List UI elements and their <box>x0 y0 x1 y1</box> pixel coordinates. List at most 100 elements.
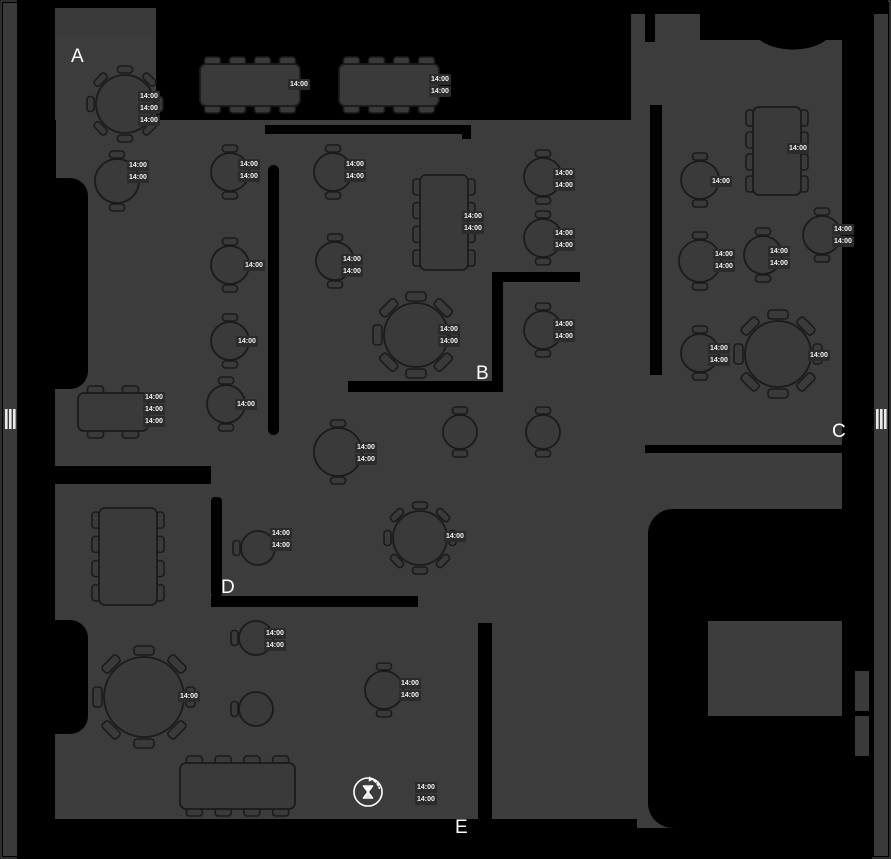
reservation-badge[interactable]: 14:00 <box>270 540 292 551</box>
table-T-C3[interactable] <box>678 231 722 291</box>
reservation-badge[interactable]: 14:00 <box>832 224 854 235</box>
reservation-badge[interactable]: 14:00 <box>553 168 575 179</box>
reservation-badge[interactable]: 14:00 <box>438 336 460 347</box>
reservation-stack-T-C7[interactable]: 14:00 <box>808 350 830 361</box>
reservation-badge[interactable]: 14:00 <box>341 266 363 277</box>
table-T-B7[interactable] <box>525 406 561 458</box>
reservation-badge[interactable]: 14:00 <box>768 246 790 257</box>
table-T-D1[interactable] <box>91 507 165 606</box>
table-T-B5[interactable] <box>523 302 563 358</box>
reservation-badge[interactable]: 14:00 <box>710 176 732 187</box>
table-T-E2[interactable] <box>230 691 274 727</box>
reservation-badge[interactable]: 14:00 <box>143 404 165 415</box>
reservation-badge[interactable]: 14:00 <box>238 171 260 182</box>
reservation-stack-T-A9[interactable]: 14:00 <box>236 336 258 347</box>
reservation-badge[interactable]: 14:00 <box>415 782 437 793</box>
reservation-badge[interactable]: 14:00 <box>236 336 258 347</box>
reservation-badge[interactable]: 14:00 <box>553 319 575 330</box>
reservation-badge[interactable]: 14:00 <box>713 249 735 260</box>
reservation-badge[interactable]: 14:00 <box>138 115 160 126</box>
reservation-badge[interactable]: 14:00 <box>344 171 366 182</box>
table-T-A3[interactable] <box>338 56 440 114</box>
table-T-A7[interactable] <box>210 237 250 293</box>
reservation-badge[interactable]: 14:00 <box>264 628 286 639</box>
reservation-badge[interactable]: 14:00 <box>399 678 421 689</box>
reservation-badge[interactable]: 14:00 <box>243 260 265 271</box>
table-T-B8[interactable] <box>313 419 363 485</box>
reservation-stack-T-C2[interactable]: 14:00 <box>710 176 732 187</box>
reservation-badge[interactable]: 14:00 <box>708 343 730 354</box>
reservation-badge[interactable]: 14:00 <box>127 160 149 171</box>
table-T-E1[interactable] <box>92 645 196 749</box>
reservation-badge[interactable]: 14:00 <box>143 392 165 403</box>
reservation-badge[interactable]: 14:00 <box>341 254 363 265</box>
reservation-badge[interactable]: 14:00 <box>438 324 460 335</box>
reservation-badge[interactable]: 14:00 <box>553 228 575 239</box>
reservation-badge[interactable]: 14:00 <box>399 690 421 701</box>
hourglass-rotate-icon[interactable] <box>353 776 383 807</box>
reservation-badge[interactable]: 14:00 <box>143 416 165 427</box>
reservation-badge[interactable]: 14:00 <box>808 350 830 361</box>
reservation-stack-T-A10[interactable]: 14:00 <box>235 399 257 410</box>
reservation-badge[interactable]: 14:00 <box>768 258 790 269</box>
reservation-badge[interactable]: 14:00 <box>832 236 854 247</box>
table-T-E3[interactable] <box>364 662 404 718</box>
reservation-badge[interactable]: 14:00 <box>553 180 575 191</box>
reservation-badge[interactable]: 14:00 <box>444 531 466 542</box>
reservation-stack-T-A2[interactable]: 14:00 <box>288 79 310 90</box>
reservation-stack-T-E1[interactable]: 14:00 <box>178 691 200 702</box>
reservation-badge[interactable]: 14:00 <box>429 86 451 97</box>
reservation-badge[interactable]: 14:00 <box>355 442 377 453</box>
table-T-B4[interactable] <box>523 210 563 266</box>
reservation-stack-T-D3[interactable]: 14:00 <box>444 531 466 542</box>
table-T-B1[interactable] <box>412 174 476 271</box>
table-T-C2[interactable] <box>680 152 720 208</box>
reservation-badge[interactable]: 14:00 <box>138 91 160 102</box>
reservation-badge[interactable]: 14:00 <box>429 74 451 85</box>
reservation-badge[interactable]: 14:00 <box>238 159 260 170</box>
reservation-badge[interactable]: 14:00 <box>264 640 286 651</box>
table-T-B6[interactable] <box>442 406 478 458</box>
reservation-badge[interactable]: 14:00 <box>344 159 366 170</box>
reservation-badge[interactable]: 14:00 <box>713 261 735 272</box>
table-T-A2[interactable] <box>199 56 301 114</box>
reservation-badge[interactable]: 14:00 <box>138 103 160 114</box>
reservation-badge[interactable]: 14:00 <box>270 528 292 539</box>
reservation-badge[interactable]: 14:00 <box>462 223 484 234</box>
reservation-badge[interactable]: 14:00 <box>127 172 149 183</box>
table-T-B3[interactable] <box>523 149 563 205</box>
table-T-E4[interactable] <box>179 755 296 817</box>
reservation-badge[interactable]: 14:00 <box>553 240 575 251</box>
reservation-stack-T-C1[interactable]: 14:00 <box>787 143 809 154</box>
reservation-badge[interactable]: 14:00 <box>178 691 200 702</box>
reservation-badge[interactable]: 14:00 <box>288 79 310 90</box>
table-T-C5[interactable] <box>802 207 842 263</box>
reservation-badge[interactable]: 14:00 <box>708 355 730 366</box>
reservation-badge[interactable]: 14:00 <box>462 211 484 222</box>
reservation-badge[interactable]: 14:00 <box>235 399 257 410</box>
reservation-badge[interactable]: 14:00 <box>787 143 809 154</box>
reservation-badge[interactable]: 14:00 <box>415 794 437 805</box>
reservation-stack-T-A7[interactable]: 14:00 <box>243 260 265 271</box>
reservation-badge[interactable]: 14:00 <box>553 331 575 342</box>
